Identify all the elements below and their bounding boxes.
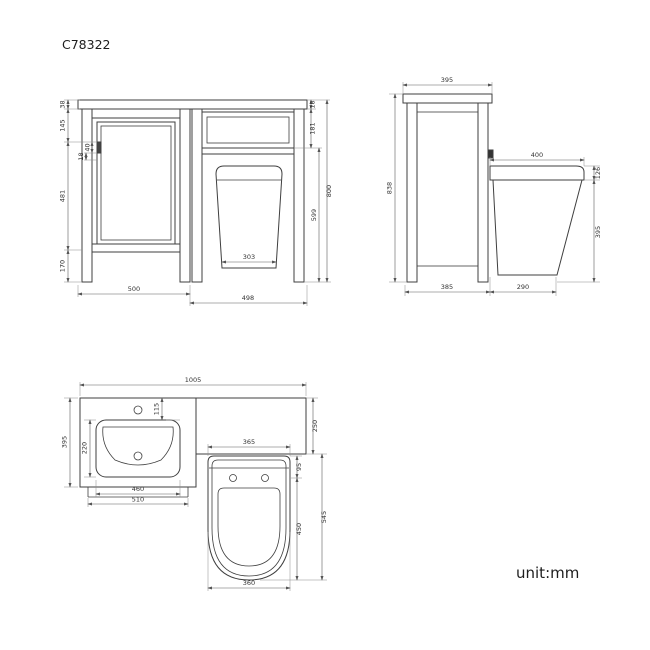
dim-bowl-length: 450 [295,523,303,535]
dim-basin-width: 510 [132,496,144,504]
drain-hole [133,451,143,461]
dim-wc-total-depth: 545 [320,511,328,523]
hinge-right [261,474,269,482]
handle-profile [487,149,494,159]
plan-view-drawing [79,397,307,581]
dim-seat-width: 365 [243,438,255,446]
dim-basin-counter-depth: 395 [61,436,69,448]
seat-opening [217,487,281,567]
dim-bowl-width: 360 [243,579,255,587]
dim-counter-thickness: 38 [59,100,67,108]
dim-total-height: 800 [325,185,333,197]
front-view-dimensions: 38 145 481 170 40 18 18 181 599 800 [59,99,333,306]
dim-bowl-projection: 290 [517,283,529,291]
dim-vanity-width: 500 [128,285,140,293]
dim-toilet-base-width: 303 [243,253,255,261]
dim-basin-inner-width: 460 [132,485,144,493]
dim-total-width: 1005 [185,376,202,384]
unit-label: unit:mm [516,564,579,582]
product-code: C78322 [62,37,111,52]
dim-seat-height: 395 [594,226,602,238]
toilet-front [215,165,283,269]
side-view-drawing [402,93,585,283]
dim-side-depth: 395 [441,76,453,84]
dim-panel-height: 181 [309,122,317,134]
dim-bowl-depth: 220 [81,442,89,454]
plan-view: 1005 395 220 115 460 510 [61,376,328,591]
dim-side-total-height: 838 [386,182,394,194]
door-handle [96,141,102,154]
dim-seat-depth: 400 [531,151,543,159]
dim-handle-inset: 18 [77,152,85,160]
dim-wc-unit-width: 498 [242,294,254,302]
dim-handle-offset: 40 [84,143,92,151]
toilet-bowl-side [492,179,583,276]
dim-plinth-height: 170 [59,260,67,272]
dim-seat-setback: 95 [295,463,303,471]
front-view: 38 145 481 170 40 18 18 181 599 800 [59,99,333,306]
faucet-hole [133,405,143,415]
dim-upper-section: 145 [59,119,67,131]
toilet-plan-outline [207,455,291,581]
dim-base-depth: 385 [441,283,453,291]
dim-worktop-edge: 18 [309,100,317,108]
side-view-dimensions: 395 838 400 126 395 385 [386,76,602,296]
front-view-drawing [77,99,308,283]
dim-faucet-inset: 115 [153,403,161,415]
hinge-left [229,474,237,482]
dim-seat-thickness: 126 [594,167,602,179]
side-view: 395 838 400 126 395 385 [386,76,602,296]
plan-view-dimensions: 1005 395 220 115 460 510 [61,376,328,591]
dim-door-height: 481 [59,190,67,202]
dim-wc-counter-depth: 250 [311,420,319,432]
dim-body-height: 599 [310,209,318,221]
toilet-seat-side [489,165,585,181]
